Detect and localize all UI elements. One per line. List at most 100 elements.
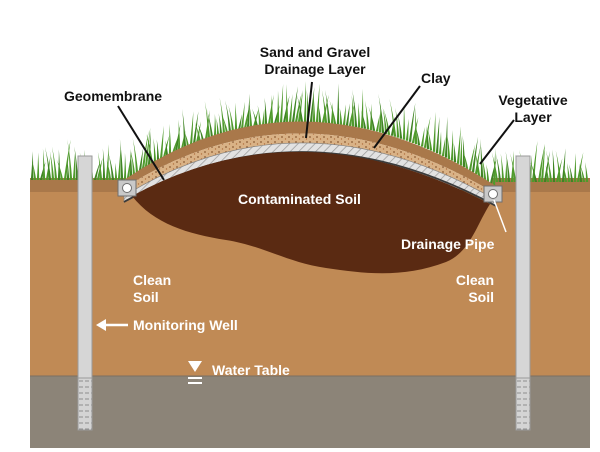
grass-blade <box>378 93 385 134</box>
grass-blade <box>264 97 268 126</box>
grass-blade <box>312 93 316 123</box>
grass-blade <box>106 160 112 180</box>
grass-blade <box>132 137 139 173</box>
grass-blade <box>397 113 403 139</box>
grass-blade <box>288 93 293 123</box>
monitoring-well-left <box>77 155 93 431</box>
grass-blade <box>279 83 284 124</box>
grass-blade <box>219 97 226 135</box>
grass-blade <box>123 152 127 181</box>
grass-blade <box>204 101 211 140</box>
grass-blade <box>555 150 562 182</box>
grass-blade <box>315 83 320 123</box>
contaminated-soil-label: Contaminated Soil <box>238 191 361 207</box>
grass-blade <box>468 144 476 171</box>
grass-blade <box>375 113 380 132</box>
grass-blade <box>197 122 205 142</box>
grass-blade <box>66 160 70 180</box>
grass-blade <box>471 136 479 173</box>
grass-blade <box>261 108 265 126</box>
grass-blade <box>579 163 583 182</box>
grass-blade <box>414 107 418 145</box>
sand-gravel-label-line1: Sand and Gravel <box>259 44 371 60</box>
clean-soil-left-line1: Clean <box>133 272 172 288</box>
grass-blade <box>447 134 451 160</box>
grass-blade <box>573 153 577 182</box>
grass-blade <box>352 89 358 128</box>
grass-blade <box>531 141 538 182</box>
clean-soil-right-line1: Clean <box>455 272 494 288</box>
grass-blade <box>206 109 214 138</box>
grass-blade <box>296 95 304 123</box>
grass-blade <box>365 100 370 130</box>
grass-blade <box>117 146 121 180</box>
grass-blade <box>402 104 406 140</box>
grass-blade <box>285 84 289 124</box>
grass-blade <box>576 152 584 182</box>
grass-blade <box>30 151 34 180</box>
arrow-left-icon <box>96 319 128 331</box>
grass-blade <box>257 105 262 127</box>
grass-blade <box>450 130 454 161</box>
grass-blade <box>216 118 220 137</box>
grass-blade <box>192 111 199 145</box>
grass-blade <box>462 150 469 169</box>
sand-gravel-leader <box>305 81 313 139</box>
grass-blade <box>42 148 46 180</box>
grass-blade <box>249 104 253 128</box>
grass-blade <box>102 148 106 180</box>
clean-soil-left-line2: Soil <box>133 289 159 305</box>
grass-blade <box>114 162 118 180</box>
water-table-icon <box>188 361 202 384</box>
grass-blade <box>67 139 73 180</box>
grass-blade <box>240 101 245 130</box>
grass-blade <box>505 151 511 182</box>
grass-blade <box>303 81 307 123</box>
grass-blade <box>194 121 202 143</box>
grass-blade <box>138 148 144 172</box>
grass-blade <box>474 148 481 176</box>
grass-blade <box>119 139 124 180</box>
grass-blade <box>382 107 388 134</box>
drainage-pipe-label: Drainage Pipe <box>401 236 495 252</box>
grass-blade <box>329 99 337 125</box>
grass-blade <box>504 159 508 182</box>
grass-blade <box>579 163 586 182</box>
monitoring-well-right <box>515 155 531 431</box>
vegetative-label-line2: Layer <box>514 109 552 125</box>
grass-blade <box>389 98 397 137</box>
grass-blade <box>348 102 355 126</box>
grass-blade <box>360 88 364 129</box>
grass-blade <box>182 108 187 149</box>
vegetative-layer <box>124 121 496 194</box>
grass-blade <box>129 148 133 177</box>
grass-blade <box>309 87 315 123</box>
grass-blade <box>49 151 55 180</box>
grass-blade <box>584 162 589 182</box>
grass-blade <box>545 149 553 182</box>
grass-blade <box>218 113 223 136</box>
grass-blade <box>336 83 340 125</box>
contaminated-soil <box>132 151 490 274</box>
grass-blade <box>561 148 566 182</box>
grass-blade <box>183 130 190 147</box>
grass-blade <box>153 138 157 163</box>
grass-blade <box>456 126 461 164</box>
grass-blade <box>36 152 40 180</box>
grass-blade <box>420 127 425 147</box>
grass-blade <box>528 154 533 182</box>
grass-blade <box>552 149 556 182</box>
grass-blade <box>426 126 433 151</box>
grass-blade <box>237 114 243 131</box>
grass-blade <box>481 157 487 180</box>
grass-blade <box>74 146 79 180</box>
grass-blade <box>97 151 103 180</box>
grass-blade <box>351 94 355 127</box>
grass-blade <box>492 148 496 186</box>
sand-gravel-label-line2: Drainage Layer <box>264 61 366 77</box>
grass-blade <box>510 153 517 182</box>
grass-blade <box>432 111 436 152</box>
grass-blade <box>276 90 280 124</box>
grass-blade <box>345 103 350 126</box>
